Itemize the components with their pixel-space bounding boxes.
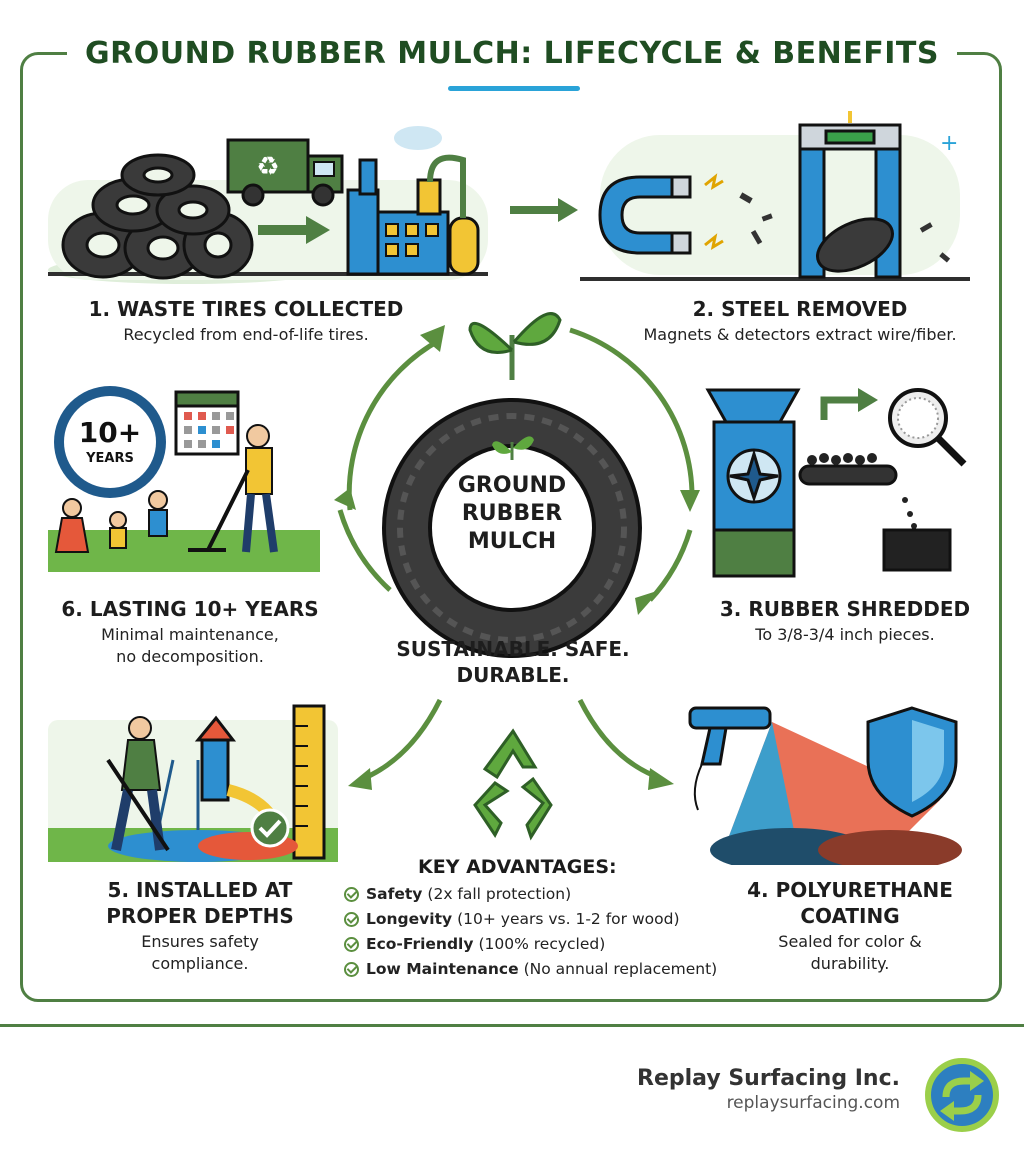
advantage-item: Safety(2x fall protection)	[344, 882, 717, 907]
shredder-scene	[705, 388, 967, 578]
step-1: 1. WASTE TIRES COLLECTED Recycled from e…	[56, 296, 436, 346]
step-heading-line: 4. POLYURETHANE	[747, 878, 953, 902]
advantage-detail: (100% recycled)	[478, 935, 606, 953]
check-icon	[344, 962, 359, 977]
center-label-line: GROUND	[457, 473, 567, 498]
shredder-icon	[705, 388, 801, 578]
title-text: GROUND RUBBER MULCH: LIFECYCLE & BENEFIT…	[67, 36, 957, 71]
advantage-item: Longevity(10+ years vs. 1-2 for wood)	[344, 907, 717, 932]
advantage-item: Low Maintenance(No annual replacement)	[344, 957, 717, 982]
garbage-truck-icon: ♻	[226, 138, 344, 207]
page-title: GROUND RUBBER MULCH: LIFECYCLE & BENEFIT…	[0, 36, 1024, 71]
lasting-scene: 10+ YEARS	[48, 386, 320, 572]
step-text-line: no decomposition.	[116, 647, 264, 666]
advantage-detail: (No annual replacement)	[523, 960, 718, 978]
step-text: To 3/8-3/4 inch pieces.	[755, 625, 935, 644]
step-6: 6. LASTING 10+ YEARS Minimal maintenance…	[40, 596, 340, 668]
coating-scene	[688, 706, 962, 865]
tagline-line: SUSTAINABLE. SAFE.	[396, 637, 630, 661]
clock-icon: 10+ YEARS	[54, 386, 166, 498]
check-icon	[344, 887, 359, 902]
step-text: Recycled from end-of-life tires.	[123, 325, 369, 344]
center-label-line: RUBBER	[461, 501, 563, 526]
lifecycle-cycle	[334, 312, 700, 658]
tire-icon	[382, 398, 642, 658]
worker-icon	[106, 716, 170, 852]
steel-removed-scene: +	[510, 111, 970, 281]
step-3: 3. RUBBER SHREDDED To 3/8-3/4 inch piece…	[690, 596, 1000, 646]
calendar-icon	[174, 390, 240, 456]
waste-tires-scene: ♻	[48, 126, 488, 284]
coated-mulch-pile	[710, 828, 962, 865]
step-heading-line: COATING	[800, 904, 900, 928]
tire-pile-icon	[61, 153, 254, 280]
factory-icon	[346, 154, 480, 276]
center-label-line: MULCH	[467, 529, 557, 554]
tagline: SUSTAINABLE. SAFE. DURABLE.	[386, 636, 640, 688]
step-text-line: compliance.	[151, 954, 249, 973]
installation-scene	[48, 704, 338, 862]
step-text: Ensures safety compliance.	[50, 931, 350, 975]
advantage-name: Safety	[366, 885, 423, 903]
company-info: Replay Surfacing Inc. replaysurfacing.co…	[637, 1066, 900, 1113]
badge-line1: 10+	[79, 416, 141, 449]
company-name: Replay Surfacing Inc.	[637, 1066, 900, 1091]
step-text-line: Minimal maintenance,	[101, 625, 279, 644]
recycle-icon	[473, 728, 553, 841]
step-text: Minimal maintenance, no decomposition.	[40, 624, 340, 668]
center-label: GROUND RUBBER MULCH	[432, 472, 592, 556]
step-text-line: Ensures safety	[141, 932, 259, 951]
tagline-line: DURABLE.	[456, 663, 570, 687]
advantages-list: Safety(2x fall protection) Longevity(10+…	[344, 882, 717, 982]
shield-icon	[866, 706, 958, 818]
check-icon	[344, 937, 359, 952]
sprout-icon	[468, 312, 562, 381]
step-heading: 2. STEEL REMOVED	[692, 297, 908, 321]
step-heading: 6. LASTING 10+ YEARS	[61, 597, 319, 621]
steel-fragments	[739, 192, 951, 263]
advantage-detail: (10+ years vs. 1-2 for wood)	[457, 910, 680, 928]
magnifier-icon	[888, 388, 967, 467]
advantages-title: KEY ADVANTAGES:	[418, 856, 617, 878]
badge-line2: YEARS	[85, 451, 134, 466]
check-icon	[344, 912, 359, 927]
advantage-name: Eco-Friendly	[366, 935, 474, 953]
title-underline	[448, 86, 580, 91]
advantage-item: Eco-Friendly(100% recycled)	[344, 932, 717, 957]
step-heading: 3. RUBBER SHREDDED	[719, 597, 971, 621]
connector-arrows	[348, 698, 674, 790]
advantage-name: Low Maintenance	[366, 960, 519, 978]
footer-divider	[0, 1024, 1024, 1027]
family-icon	[54, 424, 278, 553]
ruler-icon	[292, 704, 326, 860]
spray-gun-icon	[688, 706, 772, 811]
step-heading-line: PROPER DEPTHS	[106, 904, 294, 928]
step-text: Sealed for color & durability.	[700, 931, 1000, 975]
company-logo-icon	[925, 1058, 999, 1132]
step-heading: 1. WASTE TIRES COLLECTED	[88, 297, 404, 321]
advantage-detail: (2x fall protection)	[427, 885, 572, 903]
step-heading-line: 5. INSTALLED AT	[107, 878, 293, 902]
svg-text:♻: ♻	[256, 152, 279, 182]
svg-text:+: +	[940, 131, 958, 156]
magnet-icon	[598, 175, 692, 255]
company-url[interactable]: replaysurfacing.com	[726, 1093, 900, 1113]
step-text: Magnets & detectors extract wire/fiber.	[643, 325, 957, 344]
advantage-name: Longevity	[366, 910, 453, 928]
metal-detector-icon	[798, 111, 902, 279]
step-text-line: Sealed for color &	[778, 932, 922, 951]
step-text-line: durability.	[810, 954, 890, 973]
step-2: 2. STEEL REMOVED Magnets & detectors ext…	[600, 296, 1000, 346]
